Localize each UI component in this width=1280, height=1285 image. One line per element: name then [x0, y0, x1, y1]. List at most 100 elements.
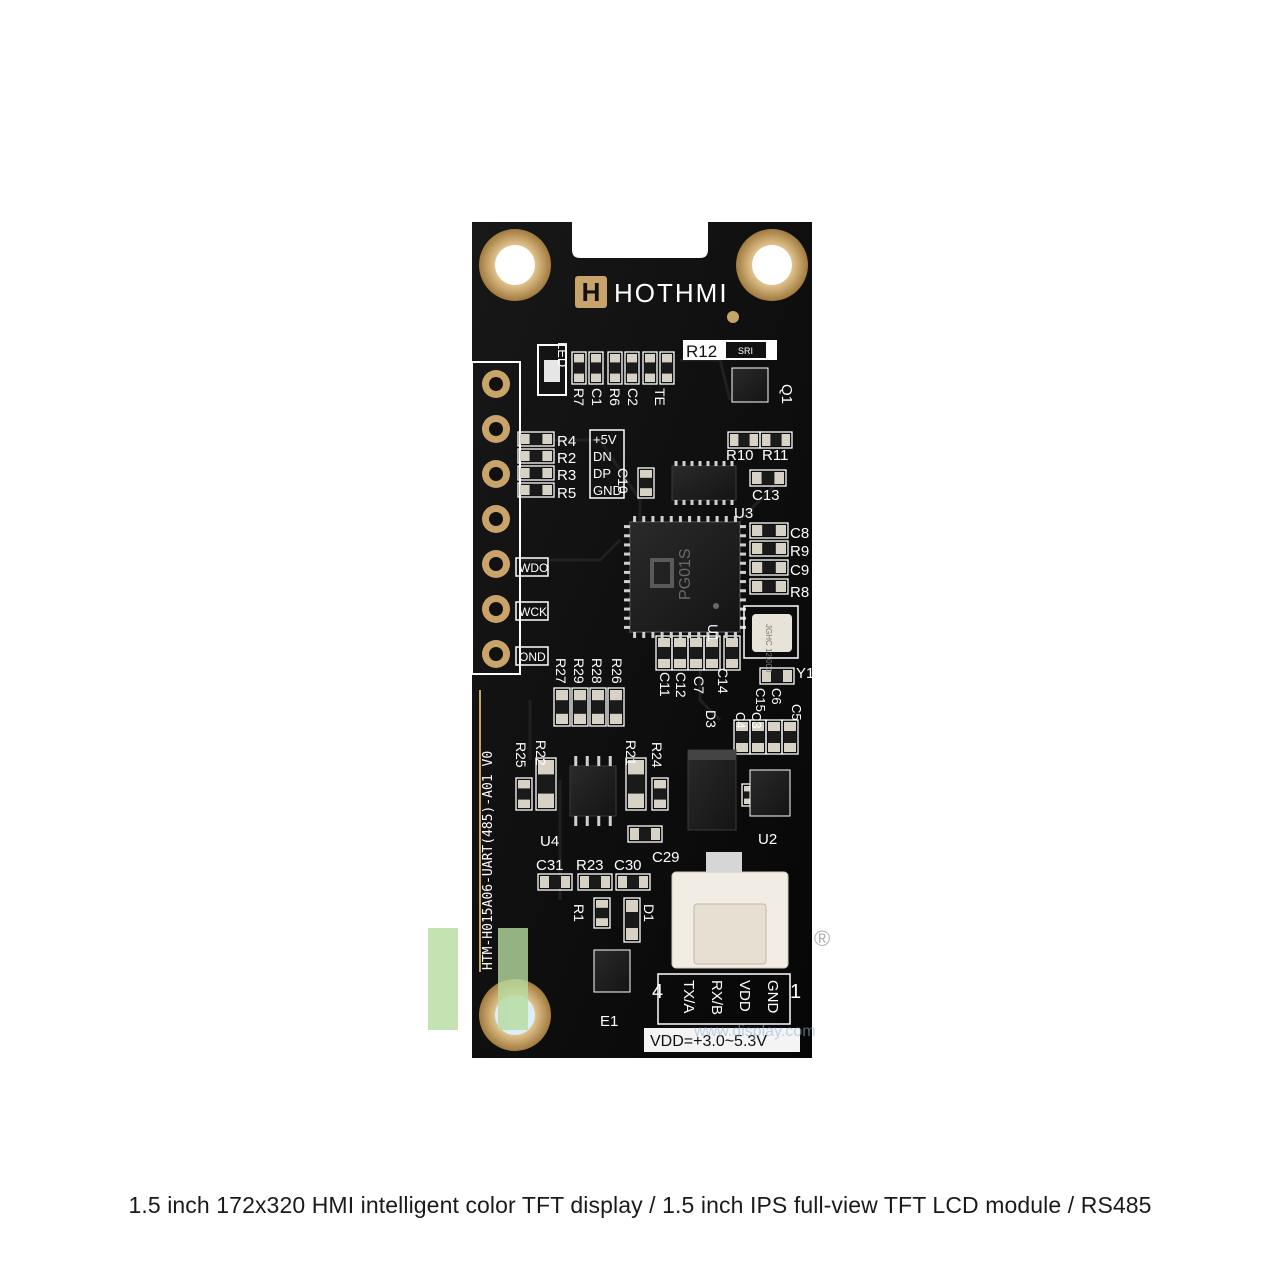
smd-part — [749, 522, 789, 539]
label-gnd: GND — [593, 483, 622, 498]
connector-pin-label: VDD — [736, 980, 753, 1012]
smd-part — [659, 351, 675, 385]
watermark: ® www.display.com — [428, 926, 830, 1040]
diode-d3 — [687, 749, 737, 831]
smd-part — [687, 635, 705, 671]
silk-label-c1: C1 — [589, 388, 605, 406]
silk-label-c12: C12 — [673, 672, 689, 698]
smd-part — [749, 559, 789, 576]
silk-label-c15: C15 — [753, 688, 768, 712]
label-wdo: WDO — [519, 561, 548, 575]
silk-label-r21: R21 — [623, 740, 639, 766]
mcu-chip: PG01S — [624, 516, 746, 638]
watermark-url: www.display.com — [693, 1023, 816, 1040]
smd-part — [781, 719, 799, 755]
smd-part — [571, 687, 589, 727]
product-caption: 1.5 inch 172x320 HMI intelligent color T… — [128, 1192, 1152, 1218]
silk-label-c7: C7 — [691, 676, 707, 694]
silk-label-c30: C30 — [614, 857, 642, 874]
smd-part — [642, 351, 658, 385]
silk-label-c2: C2 — [625, 388, 641, 406]
silk-label-te: TE — [652, 388, 668, 406]
silk-label-r22: R22 — [533, 740, 549, 766]
svg-text:H: H — [582, 277, 601, 307]
silk-label-r3: R3 — [557, 467, 576, 484]
silk-label-u1: U1 — [705, 624, 721, 642]
header-pin — [482, 595, 510, 623]
regulator-u2 — [749, 769, 791, 817]
chip-u3 — [671, 461, 737, 505]
silk-label-d1: D1 — [641, 904, 657, 922]
pin-header — [471, 361, 521, 675]
silk-label-r24: R24 — [649, 742, 665, 768]
smd-part — [759, 431, 793, 449]
silk-label-r4: R4 — [557, 433, 576, 450]
smd-part — [623, 897, 641, 943]
voltage-label: VDD=+3.0~5.3V — [644, 1028, 800, 1052]
smd-part — [627, 825, 663, 843]
connector-pin-label: RX/B — [708, 980, 725, 1015]
crystal-y1: JGHC 12.000 — [743, 605, 799, 673]
silk-label-r5: R5 — [557, 485, 576, 502]
header-labels: +5V DN DP GND WDO WCK OND — [515, 429, 625, 666]
silk-label-c9: C9 — [790, 562, 809, 579]
smd-part — [749, 469, 787, 487]
smd-part — [749, 578, 789, 595]
fiducial-dot — [727, 311, 739, 323]
smd-part — [759, 667, 795, 685]
header-pin — [482, 460, 510, 488]
svg-text:R12: R12 — [686, 342, 717, 361]
label-ond: OND — [519, 650, 546, 664]
silk-label-c5: C5 — [789, 704, 804, 721]
silk-label-r1: R1 — [571, 904, 587, 922]
smd-part — [577, 873, 613, 891]
smd-part — [655, 635, 673, 671]
silk-label-d3: D3 — [703, 710, 719, 728]
silk-label-r8: R8 — [790, 584, 809, 601]
connector-pin-label: GND — [764, 980, 781, 1014]
smd-part — [727, 431, 761, 449]
label-dp: DP — [593, 466, 611, 481]
silk-label-c13: C13 — [752, 487, 780, 504]
smd-part — [703, 635, 721, 671]
smd-part — [749, 540, 789, 557]
smd-part — [517, 448, 555, 464]
connector-pin-4: 4 — [652, 981, 663, 1003]
silk-label-r10: R10 — [726, 447, 754, 464]
smd-part — [517, 465, 555, 481]
label-wck: WCK — [519, 605, 547, 619]
silk-label-r26: R26 — [609, 658, 625, 684]
header-pin — [482, 550, 510, 578]
silk-label-c4: C4 — [733, 712, 748, 729]
header-pin — [482, 415, 510, 443]
smd-part — [723, 635, 741, 671]
silk-label-r2: R2 — [557, 450, 576, 467]
smd-part — [625, 757, 647, 811]
silk-label-c6: C6 — [769, 688, 784, 705]
watermark-registered: ® — [814, 926, 830, 951]
smd-part — [517, 482, 555, 498]
smd-part — [517, 431, 555, 447]
header-pin — [482, 505, 510, 533]
silk-label-r29: R29 — [571, 658, 587, 684]
part-number: HTM-H015A06-UART(485)-A01 V0 — [481, 751, 496, 970]
silk-label-c29: C29 — [652, 849, 680, 866]
smd-part — [607, 687, 625, 727]
mounting-hole-top-left — [479, 229, 551, 301]
silk-label-r28: R28 — [589, 658, 605, 684]
smd-part — [571, 351, 587, 385]
header-pin — [482, 640, 510, 668]
chip-u4 — [569, 756, 617, 826]
silk-label-u2: U2 — [758, 831, 777, 848]
transistor-e1 — [593, 949, 631, 993]
brand-name: HOTHMI — [614, 278, 729, 308]
silk-label-r23: R23 — [576, 857, 604, 874]
header-pin — [482, 370, 510, 398]
mounting-hole-top-right — [736, 229, 808, 301]
smd-part — [553, 687, 571, 727]
svg-text:VDD=+3.0~5.3V: VDD=+3.0~5.3V — [650, 1033, 767, 1050]
connector-pin-1: 1 — [790, 981, 801, 1003]
chip-label: PG01S — [677, 548, 694, 600]
